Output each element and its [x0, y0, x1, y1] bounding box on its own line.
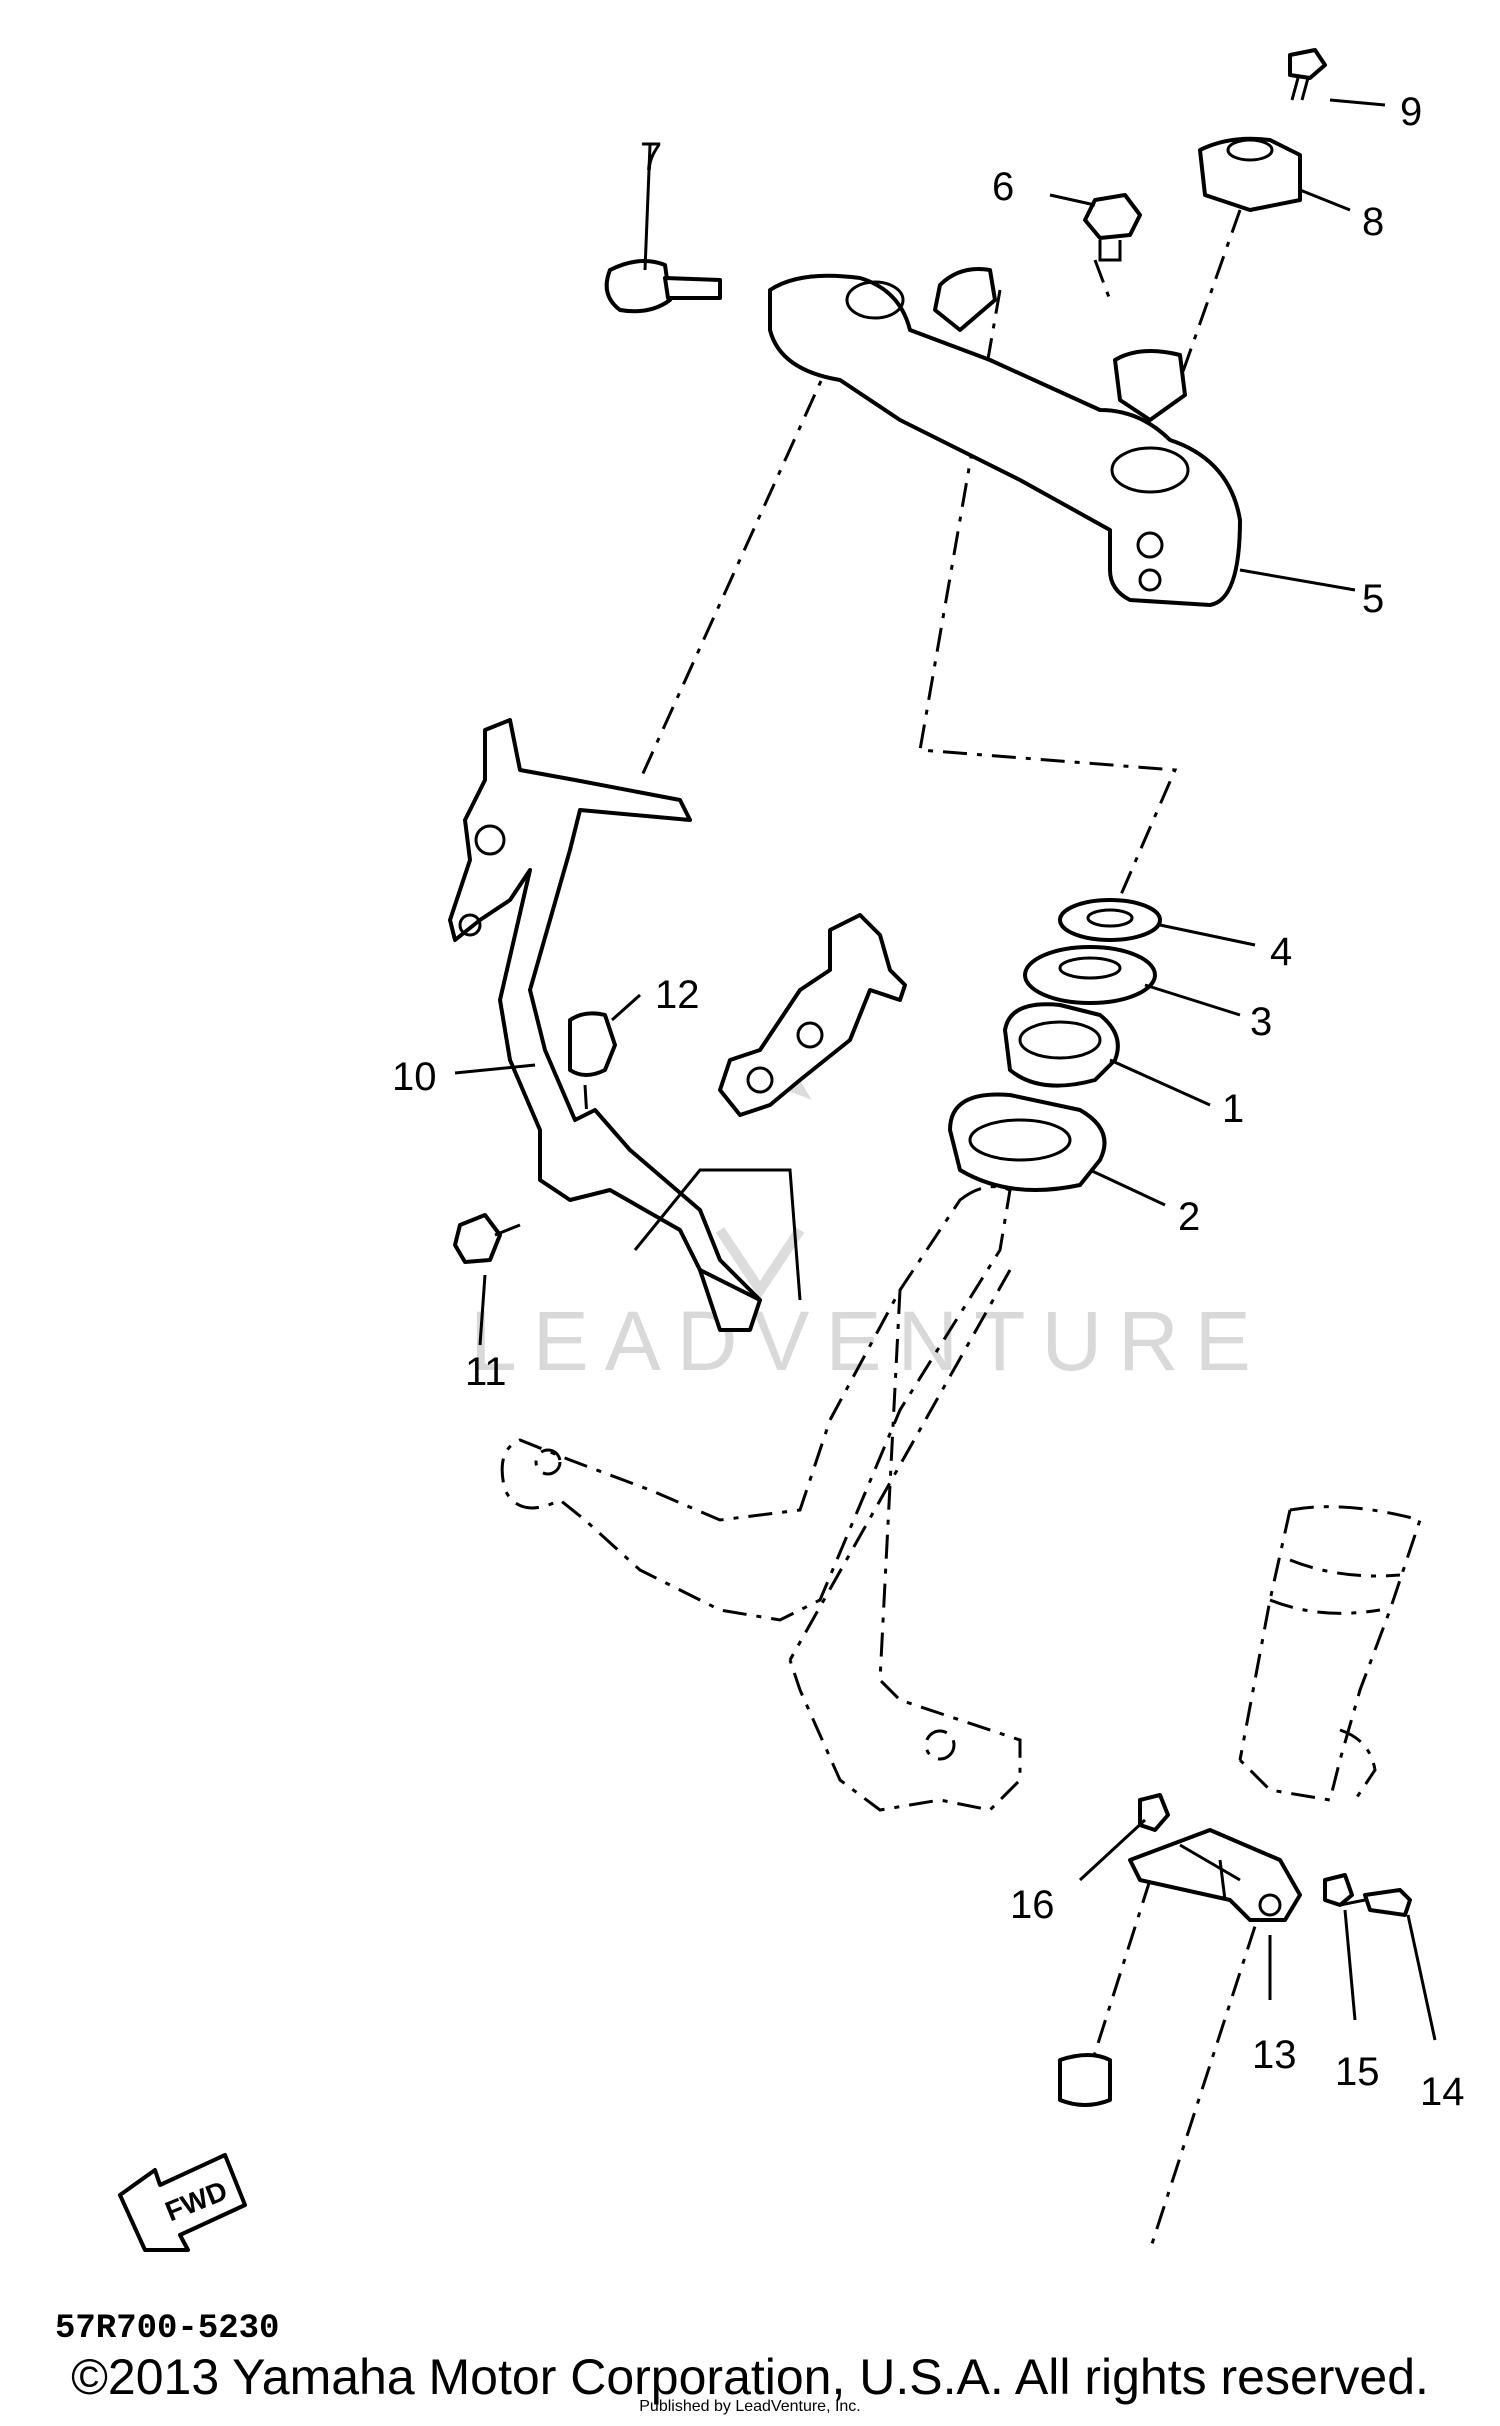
callout-15: 15 — [1335, 2050, 1380, 2094]
callout-8: 8 — [1362, 200, 1384, 244]
bolt-11 — [453, 1213, 521, 1264]
bolt-7 — [604, 259, 722, 314]
callout-6: 6 — [992, 165, 1014, 209]
callout-13: 13 — [1252, 2033, 1297, 2077]
callout-11: 11 — [465, 1350, 507, 1394]
callouts: 9 8 6 7 5 4 3 1 2 12 10 11 16 13 15 14 — [392, 90, 1465, 2114]
headlight-stay — [448, 718, 762, 1332]
callout-5: 5 — [1362, 577, 1384, 621]
watermark: LEADVENTURE — [470, 1030, 1267, 1388]
fork-tube — [1238, 1505, 1422, 1802]
copyright-notice: ©2013 Yamaha Motor Corporation, U.S.A. A… — [71, 2349, 1429, 2405]
leader-lines — [454, 98, 1437, 2041]
callout-4: 4 — [1270, 930, 1292, 974]
fwd-arrow: FWD — [118, 2153, 247, 2252]
callout-3: 3 — [1250, 1000, 1272, 1044]
callout-1: 1 — [1222, 1087, 1244, 1131]
right-stay-bracket — [633, 913, 907, 1301]
callout-10: 10 — [392, 1055, 437, 1099]
damper — [568, 1011, 617, 1077]
watermark-text: LEADVENTURE — [470, 1294, 1267, 1388]
callout-9: 9 — [1400, 90, 1422, 134]
lower-bracket — [500, 1185, 1022, 1812]
handlebar-holder — [1198, 136, 1302, 212]
callout-14: 14 — [1420, 2070, 1465, 2114]
callout-7: 7 — [640, 135, 662, 179]
upper-bracket — [768, 267, 1242, 607]
publisher-credit: Published by LeadVenture, Inc. — [639, 2398, 861, 2415]
diagram-code: 57R700-5230 — [55, 2310, 279, 2348]
callout-16: 16 — [1010, 1883, 1055, 1927]
bearing-stack — [948, 898, 1162, 1192]
bolt-9 — [1288, 48, 1327, 101]
guide-assembly — [1058, 1793, 1412, 2107]
stem-nut — [1083, 193, 1142, 262]
callout-2: 2 — [1178, 1195, 1200, 1239]
callout-12: 12 — [655, 973, 700, 1017]
assembly-lines — [583, 209, 1272, 2251]
